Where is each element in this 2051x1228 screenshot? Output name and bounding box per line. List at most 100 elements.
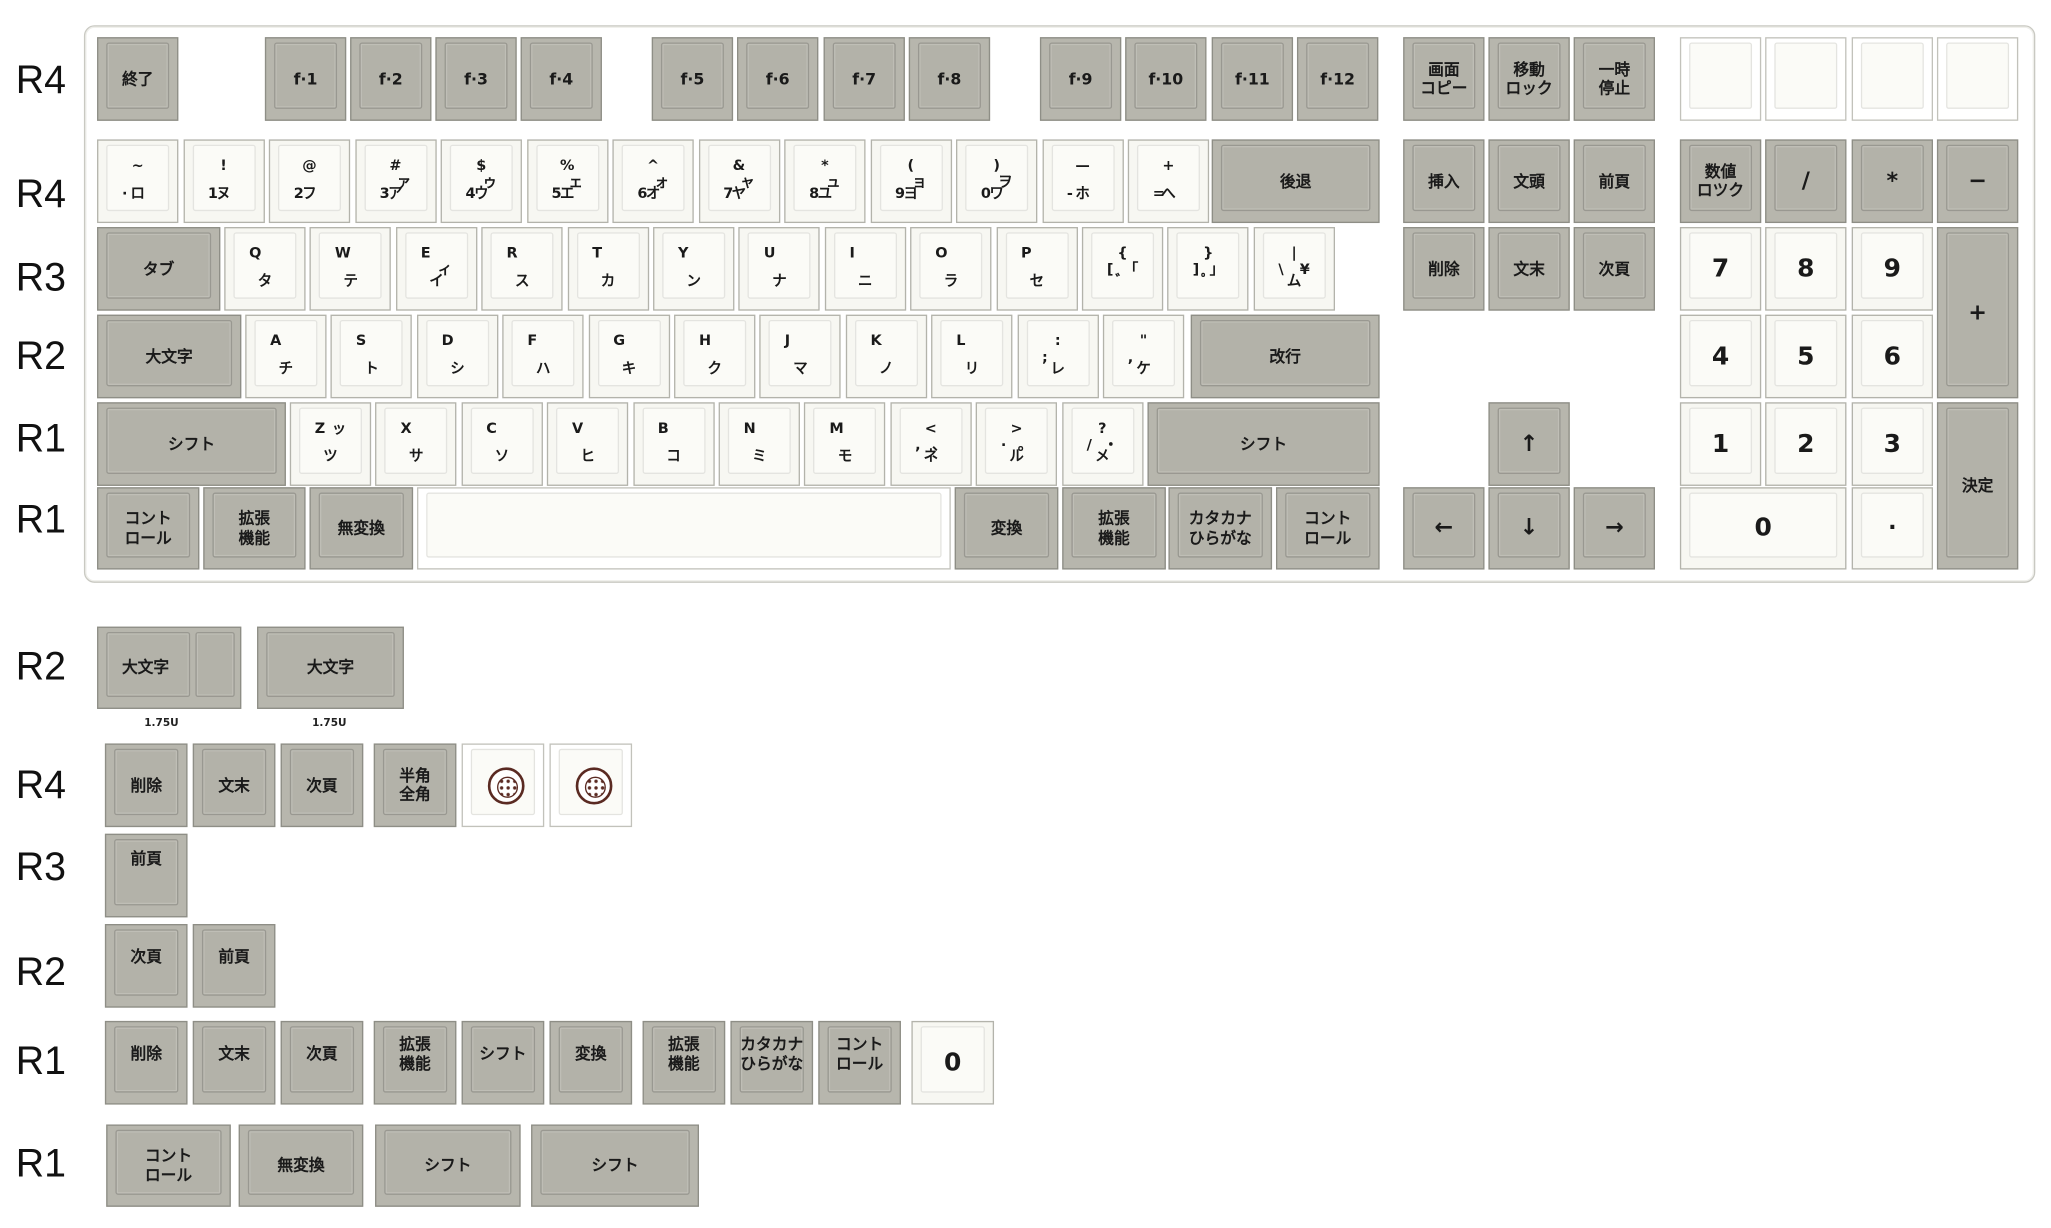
key-legend: 、 xyxy=(932,435,947,453)
key-legend: ユ xyxy=(817,184,833,202)
key-legend: ソ xyxy=(494,447,510,465)
key-legend: 次頁 xyxy=(306,775,338,795)
size-caption: 1.75U xyxy=(312,716,347,729)
key-backspace: 後退 xyxy=(1211,139,1380,224)
key-numpad-9: 9 xyxy=(1851,227,1934,311)
key-f6: f·6 xyxy=(737,37,819,121)
key-legend: ] xyxy=(1192,260,1200,278)
key-legend: f·11 xyxy=(1235,69,1270,88)
key-legend: フ xyxy=(302,184,317,202)
key-legend: ク xyxy=(707,359,722,378)
key-legend: f·5 xyxy=(680,69,705,88)
key-legend: 拡張 機能 xyxy=(668,1035,700,1074)
key-legend: ミ xyxy=(752,447,767,465)
key-alpha: |\ム¥ xyxy=(1253,227,1335,311)
key-r1-option: カタカナ ひらがな xyxy=(730,1020,814,1105)
key-legend: ス xyxy=(514,272,530,290)
key-alpha: +=へ xyxy=(1127,139,1210,224)
key-f8: f·8 xyxy=(908,37,991,121)
key-legend: E xyxy=(420,244,431,262)
key-legend: 拡張 機能 xyxy=(1098,508,1130,547)
key-legend: 後退 xyxy=(1279,171,1312,191)
key-r1-option: 拡張 機能 xyxy=(642,1020,726,1105)
key-legend: f·7 xyxy=(852,69,877,88)
key-legend: ョ xyxy=(912,172,927,190)
key-legend: シフト xyxy=(591,1155,639,1175)
key-legend: ヨ xyxy=(903,184,918,202)
key-legend: 。 xyxy=(1017,435,1033,453)
key-page-up-r2: 前頁 xyxy=(192,924,276,1008)
key-legend: シフト xyxy=(424,1155,472,1175)
key-legend: レ xyxy=(1050,359,1065,378)
key-legend: 削除 xyxy=(1428,259,1460,278)
key-legend: Z xyxy=(314,419,326,437)
key-alpha: ?/メ・ xyxy=(1061,402,1144,486)
key-legend: ! xyxy=(220,156,227,174)
key-legend: f·3 xyxy=(464,69,488,88)
key-legend: 決定 xyxy=(1961,476,1994,495)
key-legend: ) xyxy=(993,156,1000,174)
row-label: R2 xyxy=(15,645,67,690)
key-f4: f·4 xyxy=(520,37,602,121)
key-legend: コ xyxy=(666,447,681,465)
key-legend: 一時 停止 xyxy=(1598,59,1631,98)
key-legend: · xyxy=(121,184,128,202)
key-legend: ロ xyxy=(130,184,145,202)
key-legend: 前頁 xyxy=(218,948,250,967)
key-legend: コント ロール xyxy=(835,1035,884,1074)
key-legend: 文頭 xyxy=(1513,171,1545,191)
key-numpad-7: 7 xyxy=(1679,227,1762,311)
arrow-down-icon: ↓ xyxy=(1519,514,1539,542)
key-legend: 画面 コピー xyxy=(1420,59,1468,98)
key-legend: マ xyxy=(793,359,808,378)
key-legend: ケ xyxy=(1136,359,1151,378)
key-page-up-r3: 前頁 xyxy=(104,833,188,918)
row-label: R2 xyxy=(15,334,67,379)
key-r1-option: 変換 xyxy=(549,1020,633,1105)
key-legend: T xyxy=(592,244,603,262)
key-legend: コント ロール xyxy=(124,508,172,547)
arrow-left-icon: ← xyxy=(1434,514,1454,542)
key-legend: I xyxy=(849,244,855,262)
key-legend: − xyxy=(1968,167,1987,195)
key-legend: · xyxy=(1888,514,1897,542)
key-legend: シフト xyxy=(479,1044,527,1064)
key-blank xyxy=(1679,37,1762,121)
key-legend: タ xyxy=(257,272,273,290)
key-legend: 6 xyxy=(637,184,648,202)
key-legend: 5 xyxy=(1797,341,1815,371)
key-legend: 0 xyxy=(980,184,991,202)
key-legend: ノ xyxy=(879,359,894,378)
key-legend: ^ xyxy=(647,156,660,174)
key-legend: 0 xyxy=(1754,513,1772,543)
key-legend: 6 xyxy=(1883,341,1902,371)
key-legend: ラ xyxy=(943,272,959,290)
key-numpad-minus: − xyxy=(1936,139,2019,224)
row-label: R4 xyxy=(15,172,67,217)
key-kana: カタカナ ひらがな xyxy=(1168,487,1273,570)
key-legend: 7 xyxy=(1711,253,1730,283)
key-numpad-4: 4 xyxy=(1679,314,1762,399)
key-numpad-slash: / xyxy=(1765,139,1847,224)
key-legend: 削除 xyxy=(130,1044,162,1064)
key-legend: ン xyxy=(686,272,701,290)
key-numpad-dot: · xyxy=(1851,487,1934,570)
row-label: R1 xyxy=(15,1039,67,1084)
key-legend: + xyxy=(1162,156,1175,174)
key-legend: * xyxy=(821,156,829,174)
key-legend: 削除 xyxy=(130,775,162,795)
key-shift-r1: シフト xyxy=(531,1124,699,1207)
key-alpha: —-ホ xyxy=(1041,139,1124,224)
key-legend: / xyxy=(1086,435,1092,453)
key-legend: ~ xyxy=(131,156,144,174)
key-legend: 数値 ロツク xyxy=(1696,161,1745,200)
key-shift-r1: シフト xyxy=(375,1124,521,1207)
key-legend: N xyxy=(743,419,756,437)
